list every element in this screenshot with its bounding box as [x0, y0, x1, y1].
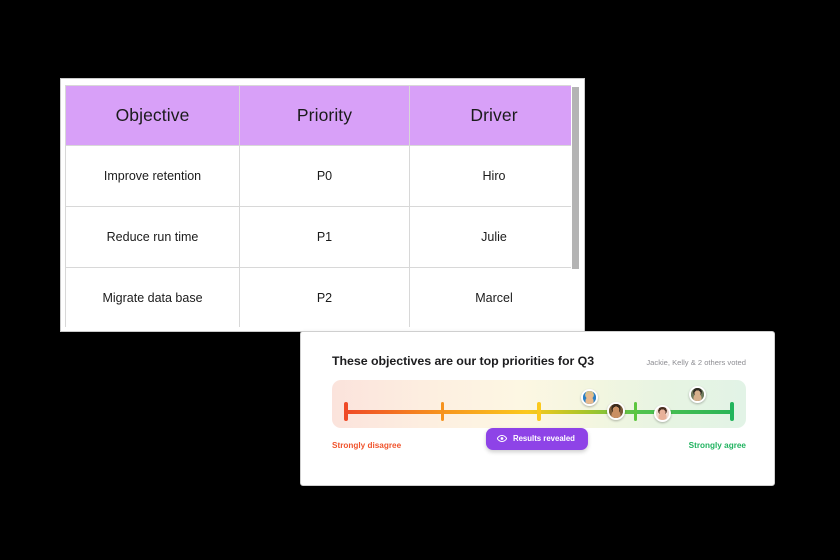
column-header-priority[interactable]: Priority [239, 85, 410, 146]
poll-header: These objectives are our top priorities … [332, 354, 746, 368]
results-revealed-label: Results revealed [512, 434, 575, 443]
poll-scale-track[interactable] [332, 380, 746, 428]
scale-tick [440, 402, 445, 421]
table-scroll-area: Objective Priority Driver Improve retent… [65, 85, 580, 327]
poll-card-body: These objectives are our top priorities … [301, 332, 774, 485]
scale-tick [344, 402, 348, 421]
column-header-objective[interactable]: Objective [65, 85, 240, 146]
scale-label-disagree: Strongly disagree [332, 440, 402, 450]
avatar[interactable] [607, 402, 626, 420]
poll-title: These objectives are our top priorities … [332, 354, 595, 368]
vertical-scrollbar[interactable] [571, 85, 580, 327]
table-row[interactable]: Improve retention P0 Hiro [65, 145, 579, 207]
avatar-photo [582, 390, 596, 404]
cell-driver[interactable]: Hiro [409, 145, 579, 207]
table-header-row: Objective Priority Driver [65, 85, 579, 146]
cell-priority[interactable]: P1 [239, 206, 410, 268]
cell-objective[interactable]: Reduce run time [65, 206, 240, 268]
scale-tick [730, 402, 734, 421]
avatar-photo [690, 387, 704, 401]
scale-tick [537, 402, 541, 421]
cell-driver[interactable]: Marcel [409, 267, 579, 327]
avatar[interactable] [688, 385, 706, 403]
poll-footer: Strongly disagree Results revealed Stron… [332, 428, 746, 455]
cell-priority[interactable]: P2 [239, 267, 410, 327]
objectives-table: Objective Priority Driver Improve retent… [65, 85, 579, 327]
avatar-photo [656, 406, 670, 420]
scale-label-agree: Strongly agree [688, 440, 746, 450]
table-row[interactable]: Migrate data base P2 Marcel [65, 267, 579, 327]
cell-objective[interactable]: Migrate data base [65, 267, 240, 327]
cell-driver[interactable]: Julie [409, 206, 579, 268]
cell-priority[interactable]: P0 [239, 145, 410, 207]
poll-voters-label: Jackie, Kelly & 2 others voted [646, 358, 746, 367]
avatar-photo [609, 404, 624, 418]
vertical-scrollbar-thumb[interactable] [572, 87, 579, 269]
objectives-table-card: Objective Priority Driver Improve retent… [60, 78, 585, 332]
cell-objective[interactable]: Improve retention [65, 145, 240, 207]
poll-card: These objectives are our top priorities … [300, 331, 775, 486]
scale-tick [633, 402, 638, 421]
eye-icon [496, 435, 507, 442]
column-header-driver[interactable]: Driver [409, 85, 579, 146]
avatar[interactable] [580, 388, 598, 406]
results-revealed-button[interactable]: Results revealed [485, 428, 588, 450]
table-row[interactable]: Reduce run time P1 Julie [65, 206, 579, 268]
avatar[interactable] [654, 404, 672, 422]
